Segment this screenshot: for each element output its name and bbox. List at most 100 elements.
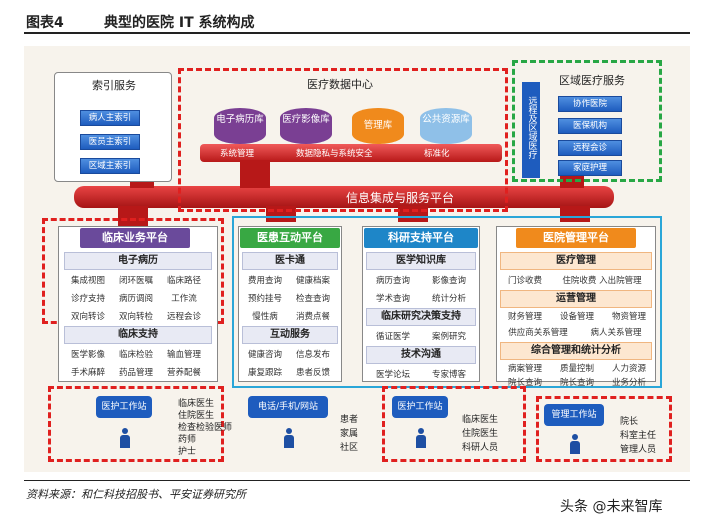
regional-item-1: 协作医院 [558,96,622,112]
footer-rule [24,480,690,481]
kb-cell: 影像查询 [431,276,466,286]
station1-user: 临床医生 [178,399,215,409]
station2-user: 患者 [340,415,359,425]
med-cell: 门诊收费 [507,276,542,286]
db-mgmt-label: 管理库 [363,120,393,131]
regional-item-2: 医保机构 [558,118,622,134]
regional-vertical: 远程及区域医疗 [522,82,540,178]
station1-box [48,386,224,462]
regional-title: 区域医疗服务 [559,74,625,87]
db-emr: 电子病历库 [214,108,266,144]
interact-cell: 患者反馈 [295,368,330,378]
station4-box [536,396,672,462]
med-cell: 住院收费 入出院管理 [562,276,642,286]
integration-bar [74,186,614,208]
regional-item-4: 家庭护理 [558,160,622,176]
figure-title: 典型的医院 IT 系统构成 [104,15,255,31]
regional-vertical-label: 远程及区域医疗 [526,96,537,159]
regional-box [512,60,662,182]
emr-cell: 闭环医嘱 [118,276,153,286]
station4-user: 科室主任 [620,431,657,441]
station3-user: 科研人员 [462,443,499,453]
station4-label: 管理工作站 [544,404,604,426]
source-note: 资料来源：和仁科技招股书、平安证券研究所 [26,488,246,501]
station1-user: 药师 [178,435,197,445]
emr-cell: 双向转诊 [70,312,105,322]
station2-user: 社区 [340,443,359,453]
comm-title: 技术沟通 [366,346,476,364]
station3-user: 临床医生 [462,415,499,425]
ops-cell: 设备管理 [559,312,594,322]
integration-label: 信息集成与服务平台 [345,191,454,205]
station4-user: 院长 [620,417,639,427]
emr-cell: 双向转检 [118,312,153,322]
stats-cell: 质量控制 [559,364,594,374]
station3-user: 住院医生 [462,429,499,439]
title-bar: 图表4 典型的医院 IT 系统构成 [24,8,690,34]
ops-cell: 财务管理 [507,312,542,322]
db-public: 公共资源库 [420,108,472,144]
card-cell: 费用查询 [247,276,282,286]
emr-cell: 临床路径 [166,276,201,286]
support-cell: 营养配餐 [166,368,201,378]
stats-cell: 人力资源 [611,364,646,374]
index-item-2: 医员主索引 [80,134,140,150]
kb-cell: 统计分析 [431,294,466,304]
emr-cell: 病历调阅 [118,294,153,304]
station1-label: 医护工作站 [96,396,152,418]
station1-user: 检查检验医师 [178,423,233,433]
bar-item-2: 数据隐私与系统安全 [296,149,373,159]
bar-item-3: 标准化 [424,149,450,159]
index-item-3: 区域主索引 [80,158,140,174]
comm-cell: 专家博客 [431,370,466,380]
card-cell: 健康档案 [295,276,330,286]
station1-user: 护士 [178,447,197,457]
support-title: 临床支持 [64,326,212,344]
card-cell: 预约挂号 [247,294,282,304]
db-public-label: 公共资源库 [422,114,470,125]
stats-cell: 业务分析 [611,378,646,388]
interact-title: 互动服务 [242,326,338,344]
stats-cell: 院长查询 [507,378,542,388]
interact-cell: 信息发布 [295,350,330,360]
db-imaging-label: 医疗影像库 [282,114,330,125]
stats-cell: 院长查询 [559,378,594,388]
decision-title: 临床研究决策支持 [366,308,476,326]
stats-title: 综合管理和统计分析 [500,342,652,360]
emr-cell: 远程会诊 [166,312,201,322]
card-title: 医卡通 [242,252,338,270]
pipe-center [240,160,270,188]
station3-person-icon [416,428,426,448]
med-title: 医疗管理 [500,252,652,270]
ops-cell: 物资管理 [611,312,646,322]
support-cell: 输血管理 [166,350,201,360]
card-cell: 消费点餐 [295,312,330,322]
card-cell: 检查查询 [295,294,330,304]
pipe-1 [118,206,148,226]
hospital-title: 医院管理平台 [516,228,636,248]
db-imaging: 医疗影像库 [280,108,332,144]
decision-cell: 案例研究 [431,332,466,342]
ops-cell: 供应商关系管理 [508,328,568,338]
card-cell: 慢性病 [252,312,278,322]
interact-cell: 康复跟踪 [247,368,282,378]
regional-item-3: 远程会诊 [558,140,622,156]
interact-cell: 健康咨询 [247,350,282,360]
station2-person-icon [284,428,294,448]
support-cell: 手术麻醉 [70,368,105,378]
db-mgmt: 管理库 [352,108,404,144]
kb-cell: 病历查询 [375,276,410,286]
db-emr-label: 电子病历库 [216,114,264,125]
emr-cell: 工作流 [171,294,197,304]
data-center-title: 医疗数据中心 [307,78,373,91]
figure-label: 图表4 [26,15,64,31]
pipe-4 [560,206,590,222]
emr-title: 电子病历 [64,252,212,270]
research-title: 科研支持平台 [364,228,478,248]
bar-item-1: 系统管理 [220,149,255,159]
emr-cell: 集成视图 [70,276,105,286]
ops-title: 运营管理 [500,290,652,308]
clinical-title: 临床业务平台 [80,228,190,248]
index-item-1: 病人主索引 [80,110,140,126]
station1-person-icon [120,428,130,448]
